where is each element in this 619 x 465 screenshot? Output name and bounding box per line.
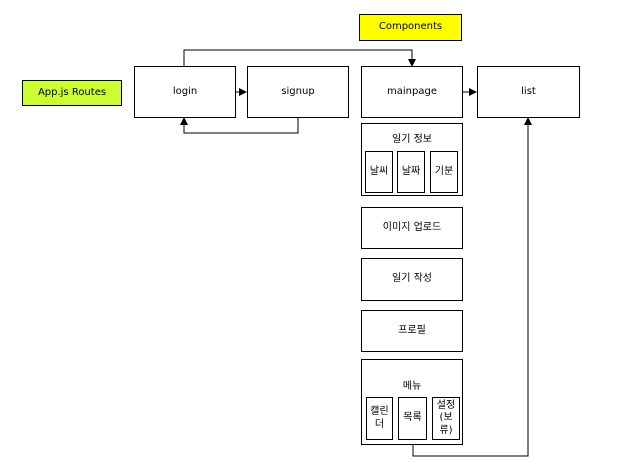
components-legend: Components — [359, 14, 462, 41]
settings-node: 설정(보류) — [432, 397, 460, 440]
profile-node: 프로필 — [361, 310, 463, 352]
routes-legend: App.js Routes — [22, 80, 122, 106]
image-upload-node: 이미지 업로드 — [361, 207, 463, 249]
menu-label: 메뉴 — [402, 381, 422, 392]
list-node: list — [477, 66, 580, 118]
weather-node: 날씨 — [365, 151, 393, 193]
mainpage-node: mainpage — [361, 66, 463, 118]
diary-write-node: 일기 작성 — [361, 258, 463, 301]
date-node: 날짜 — [397, 151, 425, 193]
calendar-node: 캘린더 — [366, 397, 393, 440]
menu-list-node: 목록 — [398, 397, 427, 440]
mood-node: 기분 — [430, 151, 458, 193]
edge-login-mainpage — [183, 49, 416, 67]
login-node: login — [134, 66, 236, 118]
edge-signup-login — [180, 117, 299, 134]
diary-info-label: 일기 정보 — [392, 134, 432, 145]
edge-menu-list-to-list — [412, 117, 532, 457]
signup-node: signup — [247, 66, 349, 118]
